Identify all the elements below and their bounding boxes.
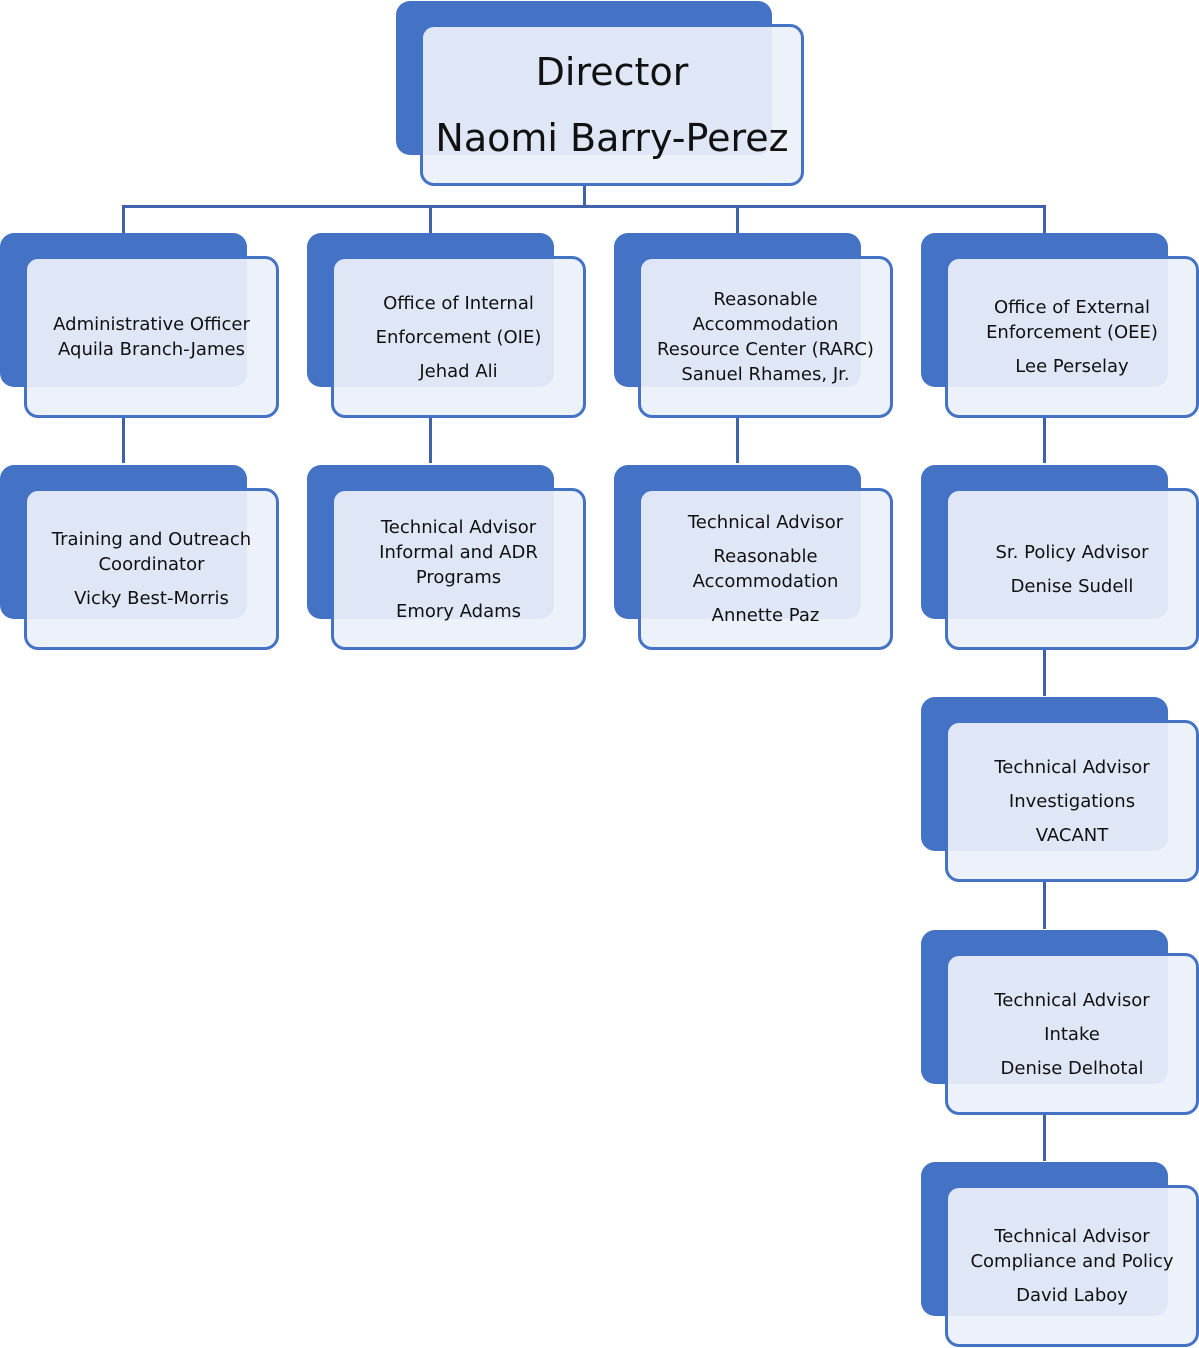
training-coordinator-title: Training and Outreach Coordinator — [51, 529, 252, 575]
oee-box: Office of External Enforcement (OEE) Lee… — [945, 256, 1199, 418]
intake-advisor-name: Denise Delhotal — [1000, 1057, 1144, 1079]
compliance-advisor-name: David Laboy — [1016, 1285, 1128, 1306]
oee-title: Office of External Enforcement (OEE) — [986, 297, 1158, 343]
link-col4-sub2 — [1043, 648, 1046, 696]
drop-col2 — [429, 205, 432, 235]
rarc-title-and-name: Reasonable Accommodation Resource Center… — [657, 289, 874, 385]
ra-advisor-area: Reasonable Accommodation — [692, 546, 839, 592]
investigations-advisor-name: VACANT — [1035, 824, 1109, 846]
investigations-advisor-box: Technical Advisor Investigations VACANT — [945, 720, 1199, 882]
adr-advisor-name: Emory Adams — [395, 600, 522, 622]
adr-advisor-title: Technical Advisor Informal and ADR Progr… — [379, 516, 538, 588]
ra-advisor-title: Technical Advisor — [687, 512, 844, 533]
intake-advisor-area: Intake — [1044, 1023, 1100, 1045]
investigations-advisor-title: Technical Advisor — [994, 756, 1150, 778]
drop-col1 — [122, 205, 125, 235]
link-col4-sub4 — [1043, 1113, 1046, 1161]
oie-title-line1: Office of Internal — [383, 292, 534, 314]
compliance-advisor-box: Technical Advisor Compliance and Policy … — [945, 1185, 1199, 1347]
ra-advisor-box: Technical Advisor Reasonable Accommodati… — [638, 488, 893, 650]
link-col4-sub1 — [1043, 415, 1046, 463]
director-box: Director Naomi Barry-Perez — [420, 24, 804, 186]
compliance-advisor-title: Technical Advisor Compliance and Policy — [970, 1226, 1174, 1272]
intake-advisor-box: Technical Advisor Intake Denise Delhotal — [945, 953, 1199, 1115]
oee-name: Lee Perselay — [1015, 356, 1129, 377]
top-bus — [122, 205, 1046, 208]
investigations-advisor-area: Investigations — [1008, 790, 1136, 812]
admin-officer-box: Administrative Officer Aquila Branch-Jam… — [24, 256, 279, 418]
rarc-box: Reasonable Accommodation Resource Center… — [638, 256, 893, 418]
policy-advisor-name: Denise Sudell — [1010, 575, 1134, 597]
link-col2-sub1 — [429, 415, 432, 463]
link-col1-sub1 — [122, 415, 125, 463]
link-col4-sub3 — [1043, 881, 1046, 929]
intake-advisor-title: Technical Advisor — [994, 989, 1150, 1011]
oie-box: Office of Internal Enforcement (OIE) Jeh… — [331, 256, 586, 418]
director-title: Director — [535, 50, 689, 94]
training-coordinator-name: Vicky Best-Morris — [74, 588, 229, 609]
ra-advisor-name: Annette Paz — [711, 605, 820, 626]
oie-title-line2: Enforcement (OIE) — [375, 326, 542, 348]
policy-advisor-title: Sr. Policy Advisor — [995, 541, 1149, 563]
admin-officer-name: Aquila Branch-James — [58, 339, 245, 360]
oie-name: Jehad Ali — [419, 360, 498, 382]
director-name: Naomi Barry-Perez — [435, 116, 789, 160]
drop-col4 — [1043, 205, 1046, 235]
link-col3-sub1 — [736, 415, 739, 463]
training-coordinator-box: Training and Outreach Coordinator Vicky … — [24, 488, 279, 650]
policy-advisor-box: Sr. Policy Advisor Denise Sudell — [945, 488, 1199, 650]
director-stem — [583, 184, 586, 206]
admin-officer-title: Administrative Officer — [53, 314, 250, 335]
adr-advisor-box: Technical Advisor Informal and ADR Progr… — [331, 488, 586, 650]
drop-col3 — [736, 205, 739, 235]
